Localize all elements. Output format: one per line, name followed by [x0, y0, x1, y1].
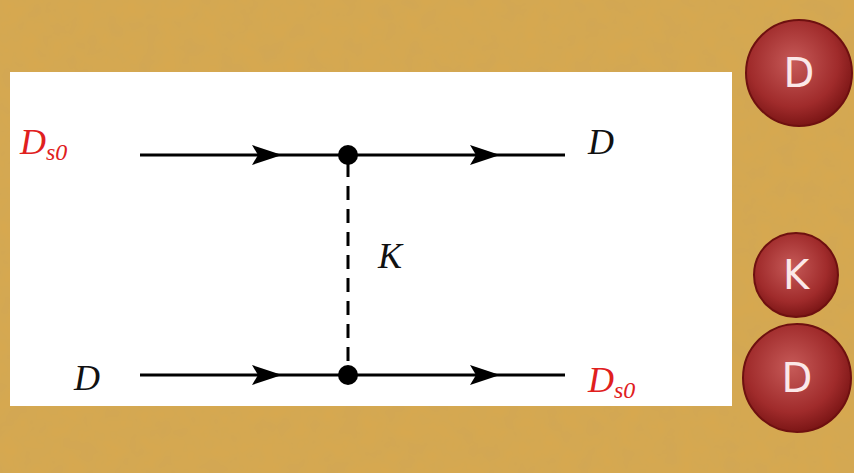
particle-circle: D [744, 18, 854, 128]
particle-label-red: Ds0 [588, 362, 635, 398]
arrowhead [470, 365, 500, 385]
white-panel [10, 72, 732, 406]
particle-label-red: Ds0 [20, 124, 67, 160]
particle-label: D [74, 360, 100, 396]
kaon-exchange-line [347, 163, 350, 367]
circle-letter: D [784, 50, 815, 96]
particle-circle: K [752, 231, 840, 319]
circle-letter: D [782, 355, 813, 401]
circle-letter: K [783, 252, 809, 298]
particle-circle: D [741, 322, 853, 434]
vertex-dot [338, 145, 358, 165]
arrowhead [252, 145, 282, 165]
arrowhead [470, 145, 500, 165]
particle-label: K [378, 238, 402, 274]
arrowhead [252, 365, 282, 385]
particle-label: D [588, 124, 614, 160]
vertex-dot [338, 365, 358, 385]
